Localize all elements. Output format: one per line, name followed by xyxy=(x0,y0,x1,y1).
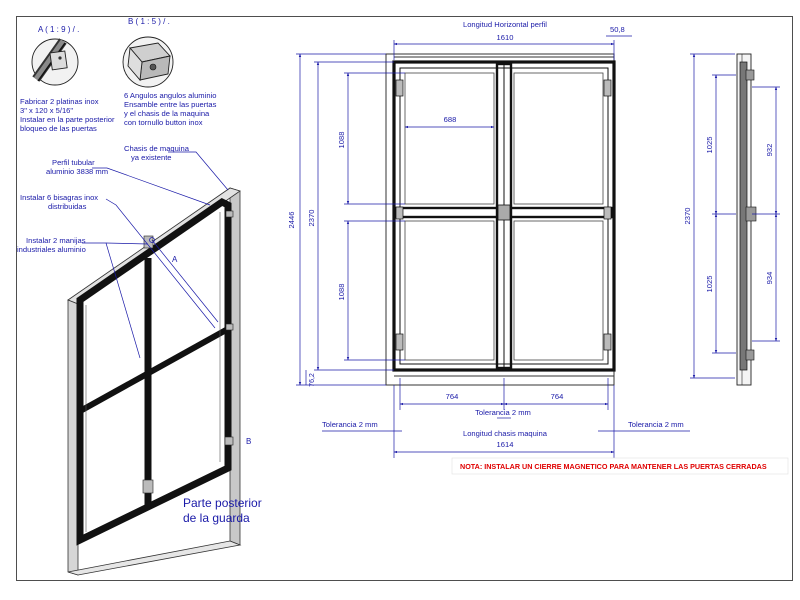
dim-inner-height: 2370 xyxy=(307,210,316,227)
detail-b-label: B ( 1 : 5 ) / . xyxy=(128,17,170,26)
warning-note-text: NOTA: INSTALAR UN CIERRE MAGNETICO PARA … xyxy=(460,462,767,471)
isometric-view: Chasis de maquina ya existente Perfil tu… xyxy=(17,144,265,576)
sheet-border xyxy=(16,16,793,581)
dim-lower-panel: 1088 xyxy=(337,284,346,301)
dim-chassis-label: Longitud chasis maquina xyxy=(463,429,548,438)
front-view: Longitud Horizontal perfil 1610 50,8 244… xyxy=(287,20,690,458)
detail-a-note: Fabricar 2 platinas inox 3" x 120 x 5/16… xyxy=(20,97,117,133)
side-view: 2370 1025 1025 932 934 xyxy=(683,53,780,386)
detail-b-note: 6 Angulos angulos aluminio Ensamble entr… xyxy=(124,91,219,127)
tolerance-center: Tolerancia 2 mm xyxy=(475,408,531,417)
handle-icon xyxy=(497,204,511,221)
dim-top-width: 1610 xyxy=(497,33,514,42)
warning-note: NOTA: INSTALAR UN CIERRE MAGNETICO PARA … xyxy=(451,457,789,475)
dim-chassis-width: 1614 xyxy=(497,440,514,449)
front-hinge-icons xyxy=(395,79,612,351)
dim-left-door: 764 xyxy=(446,392,459,401)
callout-chasis: Chasis de maquina ya existente xyxy=(124,144,191,162)
detail-b: B ( 1 : 5 ) / . 6 Angulos angulos alumin… xyxy=(122,17,219,127)
iso-leaders xyxy=(82,151,229,359)
iso-caption: Parte posterior de la guarda xyxy=(183,496,265,525)
callout-manijas: Instalar 2 manijas industriales aluminio xyxy=(17,236,88,254)
side-dim-right-upper: 932 xyxy=(765,144,774,157)
marker-b: B xyxy=(246,437,251,446)
detail-a-image xyxy=(31,38,79,86)
dim-offset: 50,8 xyxy=(610,25,625,34)
dim-overall-height: 2446 xyxy=(287,212,296,229)
dim-panel-width: 688 xyxy=(444,115,457,124)
marker-a: A xyxy=(172,255,178,264)
door-frame xyxy=(76,197,232,546)
tolerance-left: Tolerancia 2 mm xyxy=(322,420,378,429)
callout-bisagras: Instalar 6 bisagras inox distribuidas xyxy=(20,193,100,211)
detail-a-label: A ( 1 : 9 ) / . xyxy=(38,25,79,34)
side-dim-right-lower: 934 xyxy=(765,272,774,285)
dim-upper-panel: 1088 xyxy=(337,132,346,149)
callout-perfil: Perfil tubular aluminio 3838 mm xyxy=(46,158,108,176)
tolerance-right: Tolerancia 2 mm xyxy=(628,420,684,429)
detail-a: A ( 1 : 9 ) / . Fabricar 2 platinas inox… xyxy=(20,25,117,133)
side-dim-height: 2370 xyxy=(683,208,692,225)
dim-bottom-offset: 76,2 xyxy=(309,373,316,387)
side-dim-upper: 1025 xyxy=(705,137,714,154)
detail-b-image xyxy=(122,36,174,88)
hinge-icons xyxy=(142,210,234,494)
dim-top-label: Longitud Horizontal perfil xyxy=(463,20,547,29)
side-dim-lower: 1025 xyxy=(705,276,714,293)
dim-right-door: 764 xyxy=(551,392,564,401)
